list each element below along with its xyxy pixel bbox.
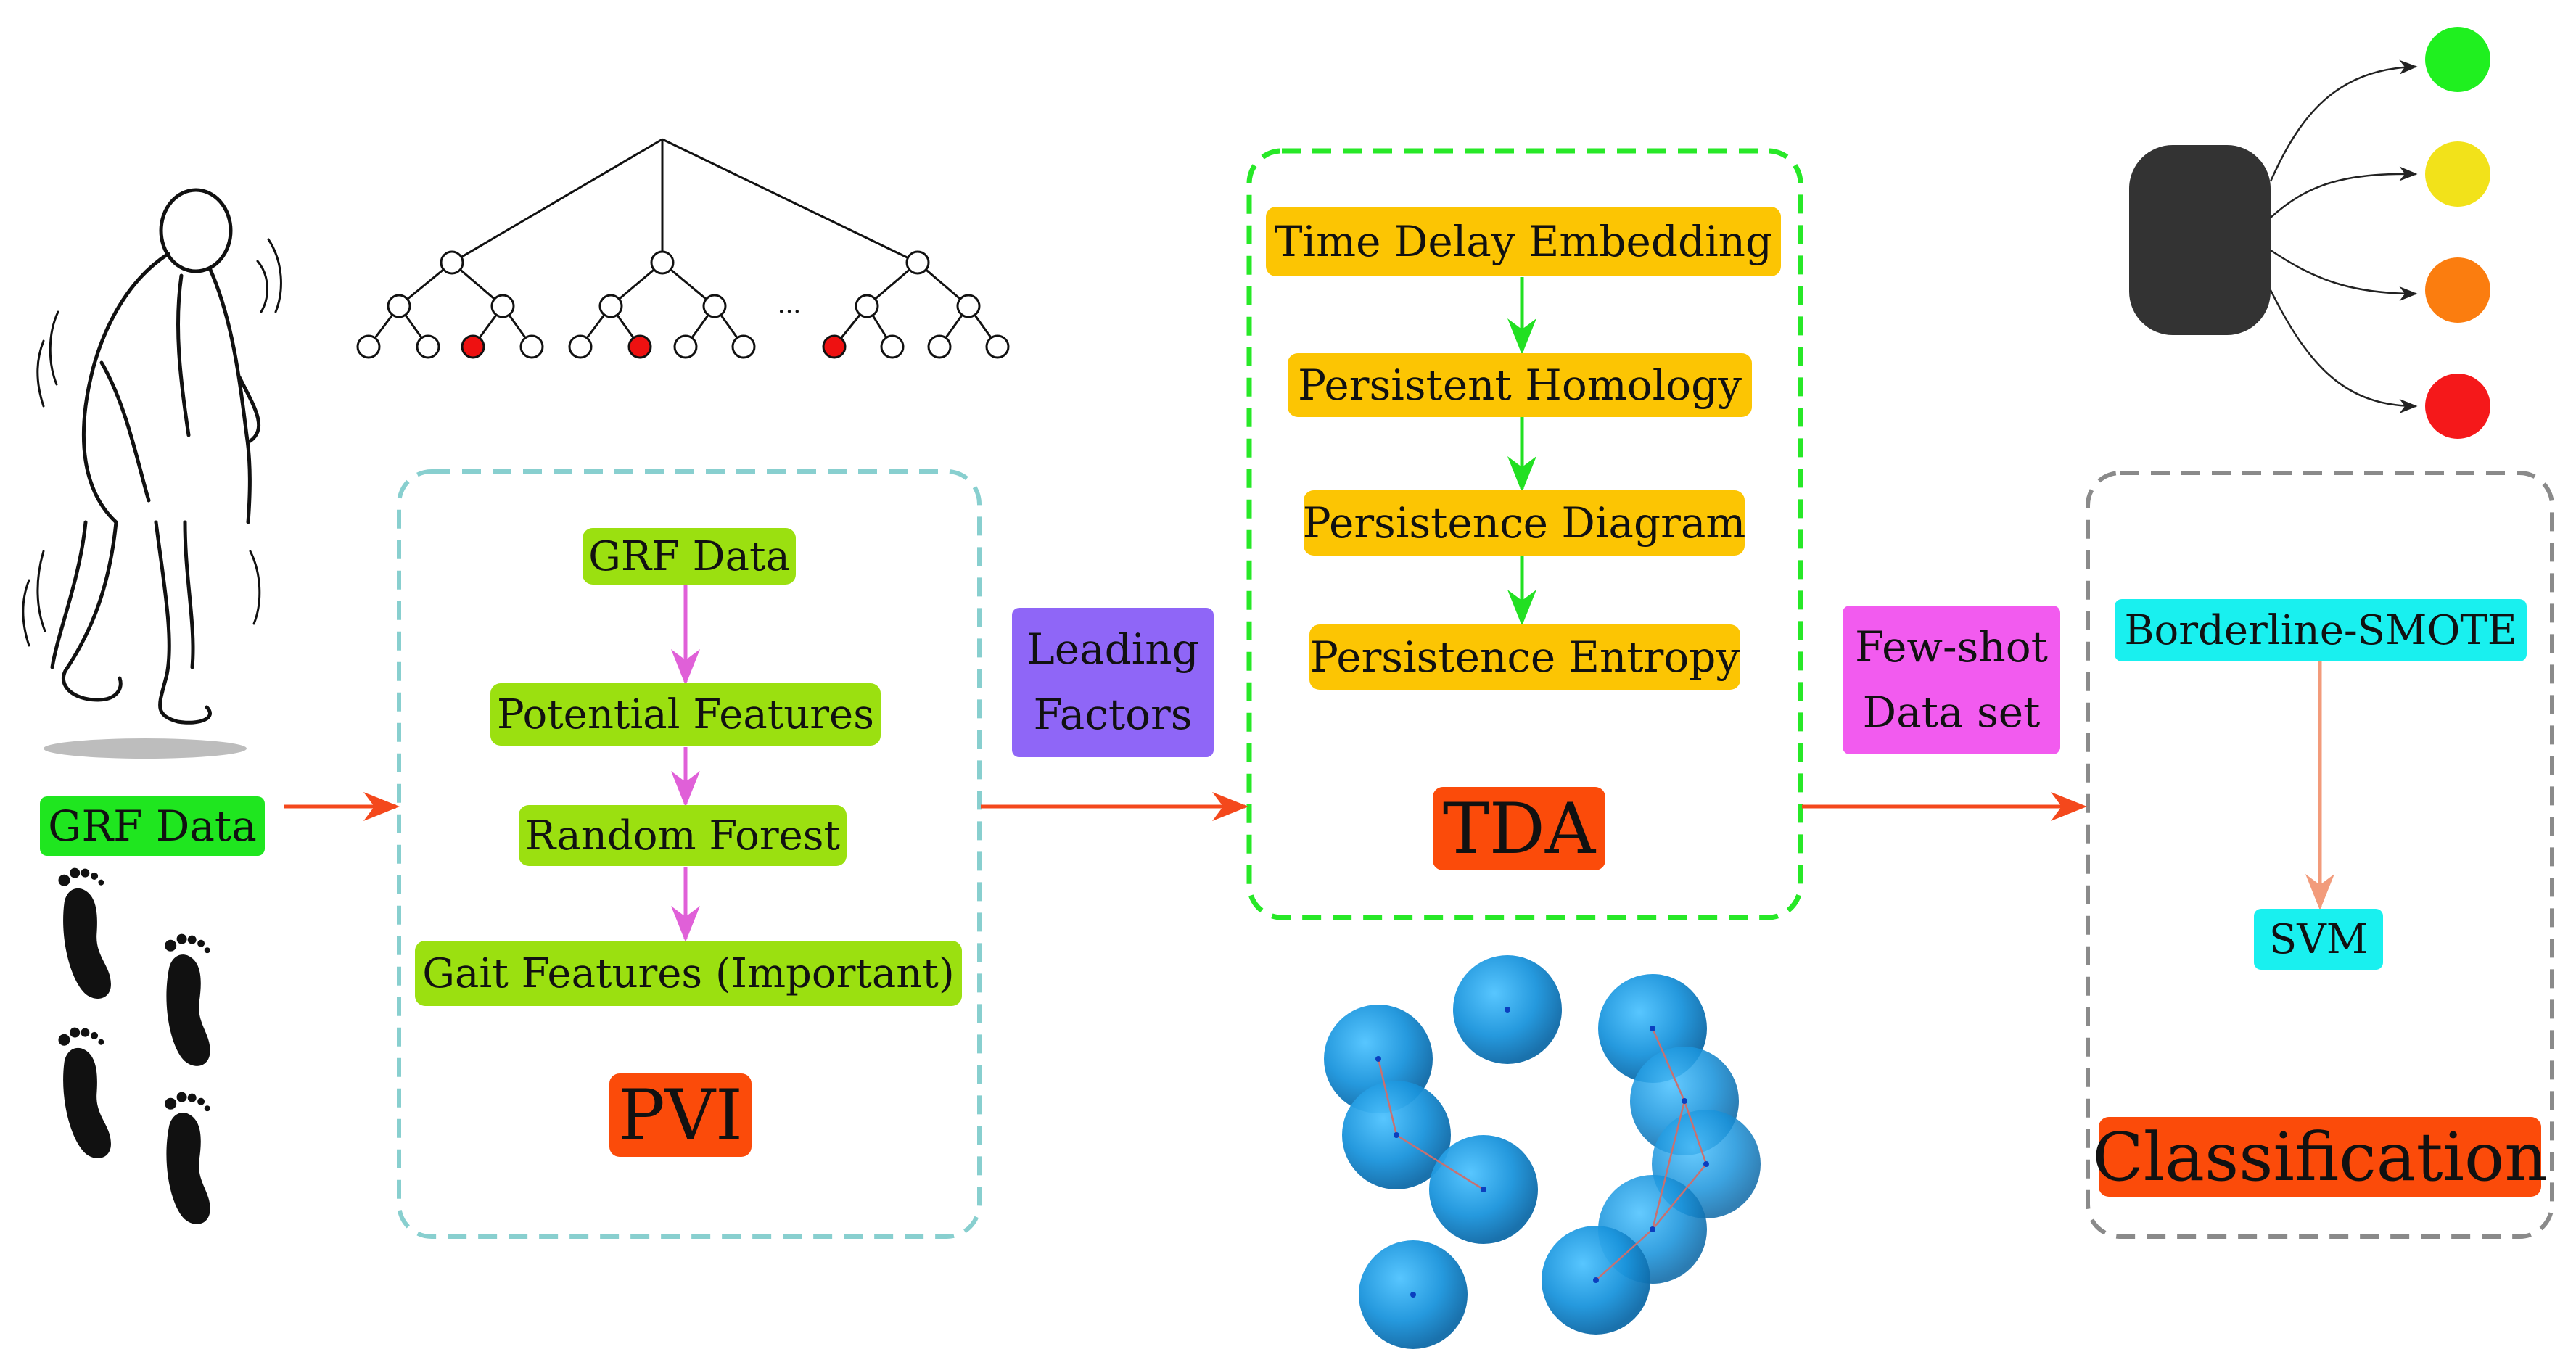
leading-factors-line-1: Leading <box>1026 624 1199 675</box>
few-shot-line-1: Few-shot <box>1855 622 2048 672</box>
tda-title: TDA <box>1433 787 1605 870</box>
footprint-3 <box>58 1027 111 1158</box>
walking-person-sketch <box>22 188 282 725</box>
tda-step-persistence-entropy: Persistence Entropy <box>1309 624 1740 690</box>
tree-ellipsis: ... <box>777 290 802 319</box>
output-dot-green <box>2425 27 2490 92</box>
person-shadow <box>44 738 247 759</box>
leading-factors-line-2: Factors <box>1033 690 1193 739</box>
footprint-4 <box>165 1092 210 1224</box>
output-dot-red <box>2425 374 2490 439</box>
classifier-box <box>2129 145 2271 335</box>
pvi-step-random-forest: Random Forest <box>519 805 847 866</box>
classifier-connectors <box>2269 59 2418 413</box>
classification-step-svm: SVM <box>2254 909 2383 970</box>
classification-step-borderline-smote: Borderline-SMOTE <box>2115 599 2527 661</box>
output-dot-yellow <box>2425 141 2490 207</box>
tda-step-time-delay-embedding: Time Delay Embedding <box>1266 207 1781 276</box>
footprints <box>58 867 210 1224</box>
pvi-title: PVI <box>609 1073 752 1157</box>
pvi-step-gait-features: Gait Features (Important) <box>415 941 962 1006</box>
random-forest-trees <box>356 138 1010 359</box>
grf-data-input-label: GRF Data <box>40 796 265 856</box>
tda-step-persistence-diagram: Persistence Diagram <box>1303 490 1745 556</box>
classification-container <box>2086 471 2554 1239</box>
pvi-container <box>397 469 982 1239</box>
point-cloud-spheres <box>1324 955 1761 1349</box>
few-shot-data-set-label: Few-shot Data set <box>1843 606 2060 754</box>
footprint-1 <box>58 867 111 999</box>
pvi-step-potential-features: Potential Features <box>490 683 881 746</box>
output-dot-orange <box>2425 257 2490 323</box>
tda-container <box>1246 148 1803 920</box>
few-shot-line-2: Data set <box>1862 687 2041 737</box>
classification-title: Classification <box>2092 1117 2548 1197</box>
footprint-2 <box>165 933 210 1066</box>
tda-step-persistent-homology: Persistent Homology <box>1288 353 1752 417</box>
pvi-step-grf-data: GRF Data <box>583 528 796 585</box>
leading-factors-label: Leading Factors <box>1012 608 1214 757</box>
